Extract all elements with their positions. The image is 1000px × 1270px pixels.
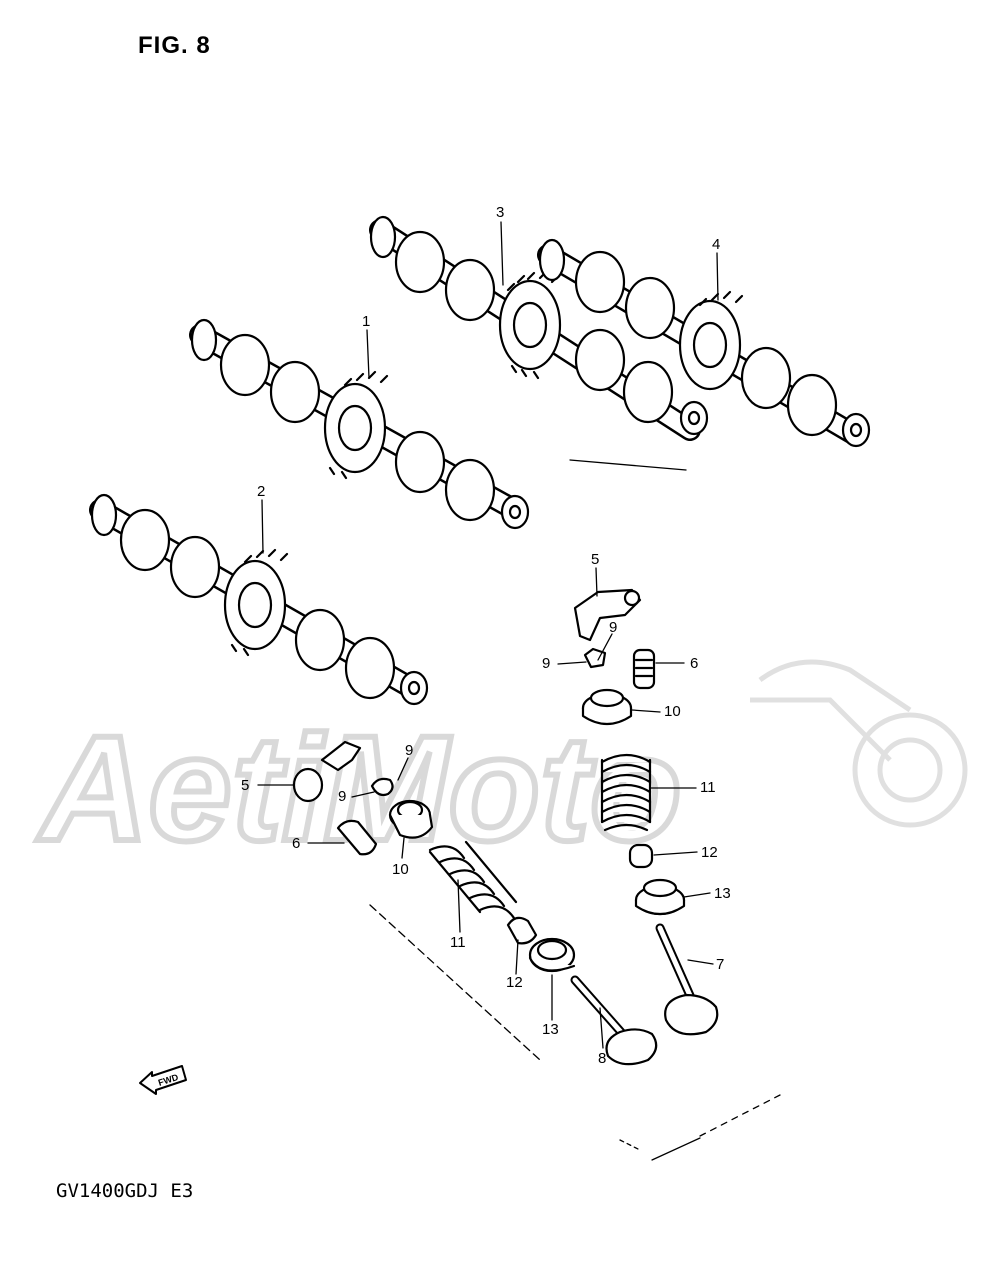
callout-13-left: 13	[542, 1021, 559, 1038]
callout-9-right-lower: 9	[542, 655, 550, 672]
callout-10-right: 10	[664, 703, 681, 720]
camshaft-4	[537, 238, 871, 448]
callout-7: 7	[716, 956, 724, 973]
callout-6-right: 6	[690, 655, 698, 672]
callout-4: 4	[712, 236, 720, 253]
camshaft-2	[89, 493, 429, 706]
callout-5-left: 5	[241, 777, 249, 794]
rocker-arm-5-left	[292, 740, 362, 803]
valve-8	[570, 975, 658, 1066]
callout-12-right: 12	[701, 844, 718, 861]
callout-6-left: 6	[292, 835, 300, 852]
callout-3: 3	[496, 204, 504, 221]
callout-labels: 3 4 1 2 5 9 9 6 10 11 12 13 7 8 5 9 9 6 …	[241, 204, 731, 1067]
valve-cotter-9-right	[583, 647, 607, 669]
callout-10-left: 10	[392, 861, 409, 878]
spring-seat-13-right	[634, 878, 686, 916]
guide-lines	[369, 459, 781, 1161]
callout-11-left: 11	[450, 934, 466, 951]
valve-cotter-9-left	[370, 777, 394, 797]
spring-retainer-10-left	[388, 799, 434, 839]
callout-11-right: 11	[700, 779, 716, 796]
forward-arrow-icon: FWD	[139, 1065, 187, 1095]
valve-spring-11-left	[428, 840, 518, 920]
callout-2: 2	[257, 483, 265, 500]
callout-12-left: 12	[506, 974, 523, 991]
camshaft-1	[189, 318, 530, 530]
spring-seat-13-left	[528, 937, 576, 973]
motorcycle-silhouette-icon	[750, 659, 968, 828]
rocker-arm-5-right	[573, 588, 642, 642]
oil-seal-12-left	[506, 916, 538, 945]
callout-9-left-upper: 9	[405, 742, 413, 759]
callout-13-right: 13	[714, 885, 731, 902]
callout-9-right-upper: 9	[609, 619, 617, 636]
figure-title: FIG. 8	[138, 32, 211, 59]
callout-8: 8	[598, 1050, 606, 1067]
camshaft-3	[369, 215, 709, 441]
model-code: GV1400GDJ E3	[56, 1180, 194, 1202]
oil-seal-12-right	[628, 843, 654, 869]
valve-7	[655, 923, 719, 1036]
leader-lines	[257, 221, 719, 1049]
spring-retainer-10-right	[581, 688, 633, 726]
tappet-6-left	[336, 819, 378, 856]
callout-5-right: 5	[591, 551, 599, 568]
callout-1: 1	[362, 313, 370, 330]
tappet-6-right	[632, 648, 656, 690]
valve-spring-11-right	[600, 753, 652, 832]
callout-9-left-lower: 9	[338, 788, 346, 805]
